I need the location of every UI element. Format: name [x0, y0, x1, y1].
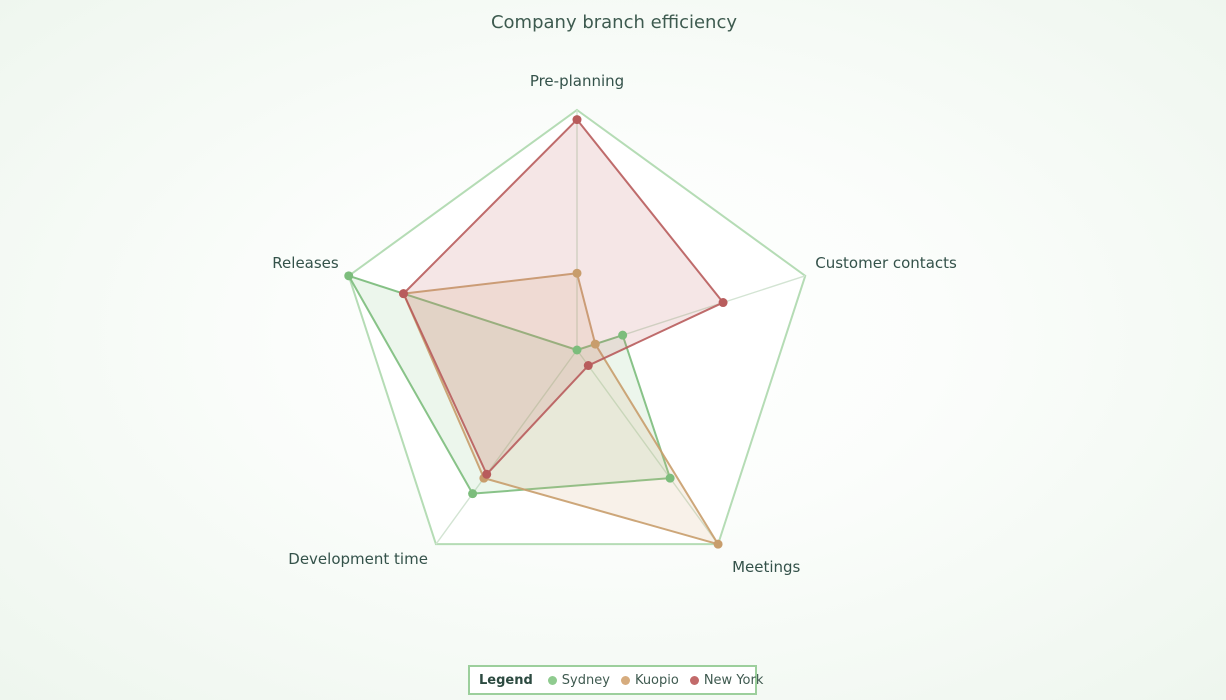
- legend: Legend Sydney Kuopio New York: [468, 665, 763, 695]
- legend-item-kuopio[interactable]: Kuopio: [620, 672, 679, 688]
- legend-label-sydney: Sydney: [561, 672, 610, 688]
- series-kuopio: [402, 272, 720, 546]
- axis-label-pre-planning: Pre-planning: [530, 72, 624, 90]
- axis-label-development-time: Development time: [288, 550, 428, 568]
- legend-item-new-york[interactable]: New York: [689, 672, 764, 688]
- axis-label-meetings: Meetings: [732, 558, 800, 576]
- series-area-new-york: [402, 118, 725, 476]
- legend-swatch-sydney: [547, 675, 557, 685]
- radar-series: [344, 115, 728, 549]
- grid-spoke-4: [435, 349, 578, 545]
- chart-title: Company branch efficiency: [491, 12, 737, 33]
- legend-swatch-kuopio: [620, 675, 630, 685]
- data-point-kuopio-3[interactable]: [713, 539, 723, 549]
- data-point-sydney-5[interactable]: [344, 271, 354, 281]
- legend-title: Legend: [479, 672, 533, 688]
- series-points-sydney: [344, 271, 675, 499]
- data-point-sydney-4[interactable]: [468, 489, 478, 499]
- data-point-kuopio-2[interactable]: [590, 339, 600, 349]
- legend-label-new-york: New York: [703, 672, 764, 688]
- axis-label-releases: Releases: [272, 254, 339, 272]
- data-point-new-york-1[interactable]: [572, 115, 582, 125]
- legend-swatch-new-york: [689, 675, 699, 685]
- series-points-new-york: [399, 115, 728, 479]
- data-point-new-york-2[interactable]: [718, 298, 728, 308]
- series-new-york: [402, 118, 725, 476]
- series-sydney: [347, 274, 672, 495]
- data-point-sydney-1[interactable]: [572, 345, 582, 355]
- legend-label-kuopio: Kuopio: [634, 672, 679, 688]
- legend-item-sydney[interactable]: Sydney: [547, 672, 610, 688]
- data-point-new-york-4[interactable]: [482, 469, 492, 479]
- axis-label-customer-contacts: Customer contacts: [815, 254, 957, 272]
- legend-items: Sydney Kuopio New York: [547, 672, 764, 688]
- data-point-sydney-3[interactable]: [665, 473, 675, 483]
- data-point-kuopio-1[interactable]: [572, 268, 582, 278]
- series-area-kuopio: [402, 272, 720, 546]
- data-point-new-york-3[interactable]: [583, 361, 593, 371]
- series-area-sydney: [347, 274, 672, 495]
- grid-spoke-3: [576, 349, 719, 545]
- data-point-sydney-2[interactable]: [618, 330, 628, 340]
- data-point-new-york-5[interactable]: [399, 289, 409, 299]
